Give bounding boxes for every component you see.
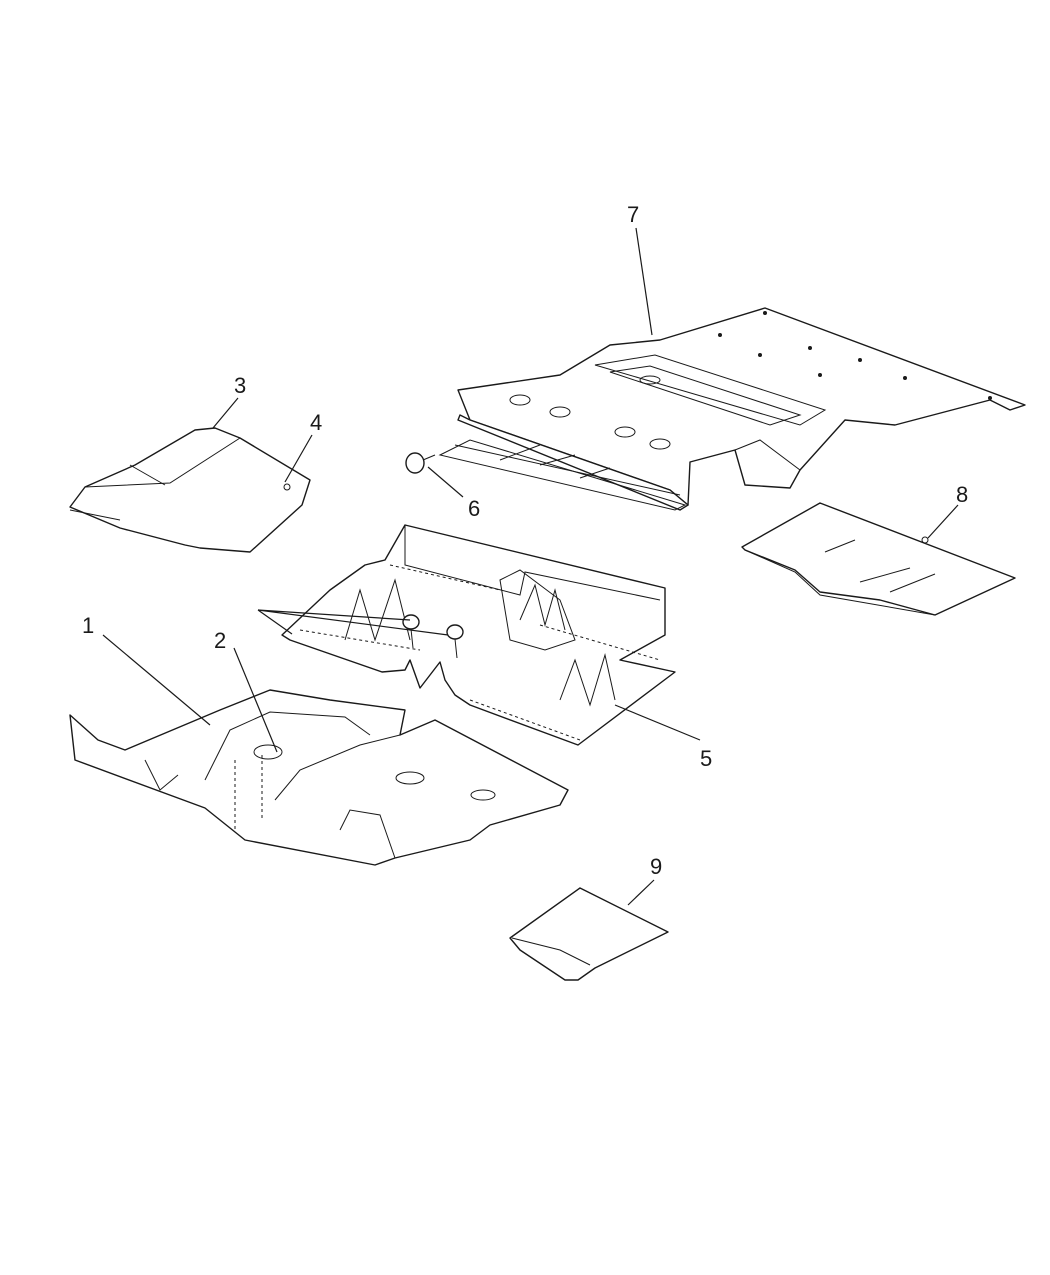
callout-9: 9	[650, 854, 662, 879]
front-carpet-part-1	[69, 689, 569, 866]
rear-mat-part-8	[741, 502, 1016, 616]
callout-1: 1	[82, 613, 94, 638]
callout-labels: 1 2 3 4 5 6 7 8 9	[82, 202, 968, 879]
callout-3: 3	[234, 373, 246, 398]
small-mat-part-9	[509, 887, 669, 981]
callout-7: 7	[627, 202, 639, 227]
callout-4: 4	[310, 410, 322, 435]
front-mat-part-3-4	[69, 427, 311, 553]
push-pin-part-6	[405, 452, 436, 474]
callout-5: 5	[700, 746, 712, 771]
callout-8: 8	[956, 482, 968, 507]
leader-lines	[102, 227, 959, 906]
rear-carpet-part-7	[438, 307, 1026, 511]
callout-2: 2	[214, 628, 226, 653]
callout-6: 6	[468, 496, 480, 521]
floor-silencer-part-5	[281, 524, 676, 746]
